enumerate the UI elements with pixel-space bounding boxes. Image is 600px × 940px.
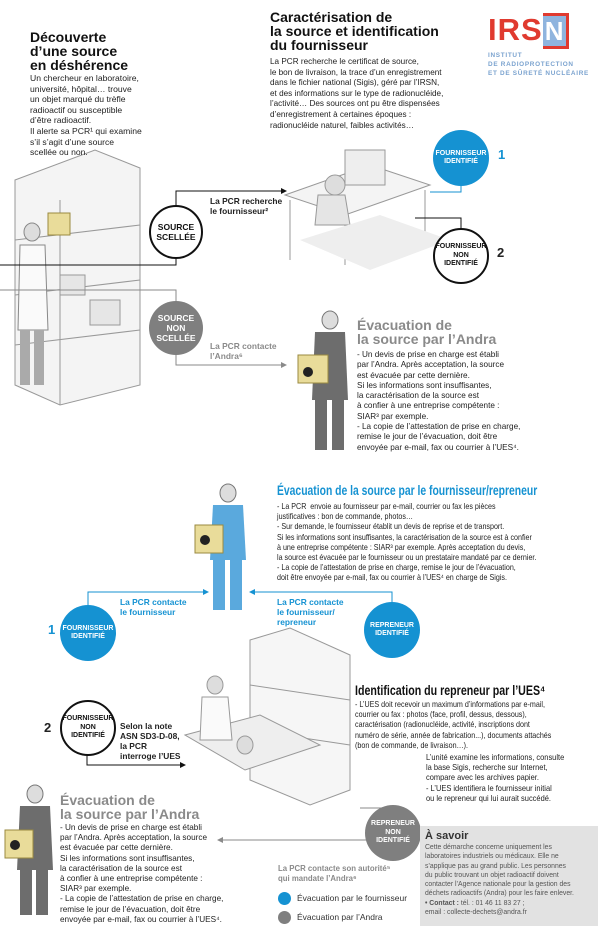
fournisseur-section-title: Évacuation de la source par le fournisse… [277,482,538,498]
ues-section-body-1: - L’UES doit recevoir un maximum d’infor… [355,699,552,750]
recherche-label: La PCR recherche le fournisseur² [210,196,283,216]
andra-top-body: - Un devis de prise en charge est établi… [357,350,521,452]
legend-andra: Évacuation par l’Andra [297,912,383,922]
branch-number-1: 1 [498,147,506,162]
andra-bottom-body: - Un devis de prise en charge est établi… [60,823,224,924]
contacte-andra-label: La PCR contacte l’Andra⁶ [210,341,277,361]
shelf-illustration [14,149,141,406]
logo-line-2: DE RADIOPROTECTION [488,61,574,68]
archive-illustration [183,627,351,806]
characterisation-title: Caractérisation de la source et identifi… [270,9,439,53]
source-non-scellee-node: SOURCE NON SCELLÉE [149,301,203,355]
andra-worker-bottom-figure [4,784,53,915]
desk-illustration [283,149,432,265]
contact-details: tél. : 01 46 11 83 27 ; email : collecte… [425,897,527,917]
discovery-title: Découverte d’une source en déshérence [30,29,129,73]
fournisseur-identifie-node-2: FOURNISSEUR IDENTIFIÉ [60,605,116,661]
fournisseur-section-body: - La PCR envoie au fournisseur par e-mai… [277,501,537,583]
discovery-body: Un chercheur en laboratoire, université,… [30,73,142,158]
fournisseur-non-identifie-node-2: FOURNISSEUR NON IDENTIFIÉ [60,700,116,756]
logo-line-3: ET DE SÛRETÉ NUCLÉAIRE [488,70,589,77]
repreneur-identifie-node: REPRENEUR IDENTIFIÉ [364,602,420,658]
repreneur-non-identifie-node: REPRENEUR NON IDENTIFIÉ [365,805,421,861]
scientist-figure [17,212,71,385]
ues-section-body-2: L’unité examine les informations, consul… [426,752,565,803]
logo-line-1: INSTITUT [488,52,523,59]
a-savoir-body: Cette démarche concerne uniquement les l… [425,842,574,898]
contacte-repreneur-label: La PCR contacte le fournisseur/ repreneu… [277,597,344,627]
a-savoir-title: À savoir [425,830,469,842]
branch-number-1b: 1 [48,622,56,637]
andra-top-title: Évacuation de la source par l’Andra [357,317,497,347]
supplier-worker-figure [194,483,246,610]
contact-label: • Contact : [425,897,459,907]
a-savoir-box: À savoir Cette démarche concerne uniquem… [420,826,598,926]
irsn-logo: IRSN INSTITUT DE RADIOPROTECTION ET DE S… [488,12,589,77]
contacte-autorite-label: La PCR contacte son autorité⁵ qui mandat… [278,864,391,883]
source-scellee-node: SOURCE SCELLÉE [149,205,203,259]
selon-note-label: Selon la note ASN SD3-D-08, la PCR inter… [120,721,181,761]
legend-blue-swatch [278,892,291,905]
ues-section-title: Identification du repreneur par l’UES⁴ [355,682,546,698]
contacte-fournisseur-label: La PCR contacte le fournisseur [120,597,187,617]
fournisseur-identifie-node: FOURNISSEUR IDENTIFIÉ [433,130,489,186]
branch-number-2: 2 [497,245,505,260]
legend-gray-swatch [278,911,291,924]
branch-number-2b: 2 [44,720,52,735]
andra-worker-figure [297,310,348,450]
legend-fournisseur: Évacuation par le fournisseur [297,893,408,903]
andra-bottom-title: Évacuation de la source par l’Andra [60,792,200,822]
characterisation-body: La PCR recherche le certificat de source… [270,56,444,130]
fournisseur-non-identifie-node: FOURNISSEUR NON IDENTIFIÉ [433,228,489,284]
